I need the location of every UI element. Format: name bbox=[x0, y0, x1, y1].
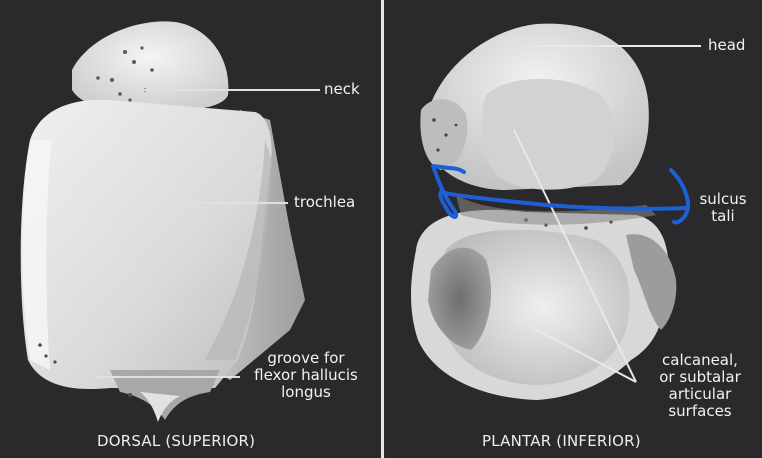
label-calcaneal-line-2: or subtalar bbox=[659, 368, 741, 386]
label-calcaneal-articular-surfaces: calcaneal, or subtalar articular surface… bbox=[638, 352, 762, 420]
label-groove-line-2: flexor hallucis bbox=[254, 366, 358, 384]
label-sulcus-line-2: tali bbox=[711, 207, 735, 225]
label-calcaneal-line-4: surfaces bbox=[668, 402, 732, 420]
sulcus-tali-annotation bbox=[431, 164, 691, 225]
label-calcaneal-line-3: articular bbox=[668, 385, 732, 403]
calcaneal-leader-line-2 bbox=[517, 319, 637, 383]
caption-dorsal-superior: DORSAL (SUPERIOR) bbox=[97, 432, 256, 450]
label-head: head bbox=[708, 36, 746, 54]
label-sulcus-line-1: sulcus bbox=[699, 190, 747, 208]
plantar-bone-illustration bbox=[411, 23, 701, 400]
label-groove-flexor-hallucis-longus: groove for flexor hallucis longus bbox=[246, 350, 366, 401]
dorsal-view-panel: neck trochlea groove for flexor hallucis… bbox=[0, 0, 380, 458]
dorsal-leader-lines bbox=[95, 89, 320, 378]
plantar-view-panel: head sulcus tali calcaneal, or subtalar … bbox=[386, 0, 762, 458]
label-groove-line-1: groove for bbox=[267, 349, 345, 367]
neck-foramina bbox=[96, 46, 154, 102]
label-calcaneal-line-1: calcaneal, bbox=[662, 351, 738, 369]
panel-divider bbox=[380, 0, 386, 458]
label-neck: neck bbox=[324, 80, 360, 98]
calcaneal-leader-line-1 bbox=[513, 129, 637, 383]
label-trochlea: trochlea bbox=[294, 193, 356, 211]
dorsal-bone-illustration bbox=[20, 21, 320, 422]
label-sulcus-tali: sulcus tali bbox=[689, 191, 757, 225]
caption-plantar-inferior: PLANTAR (INFERIOR) bbox=[482, 432, 641, 450]
label-groove-line-3: longus bbox=[281, 383, 331, 401]
